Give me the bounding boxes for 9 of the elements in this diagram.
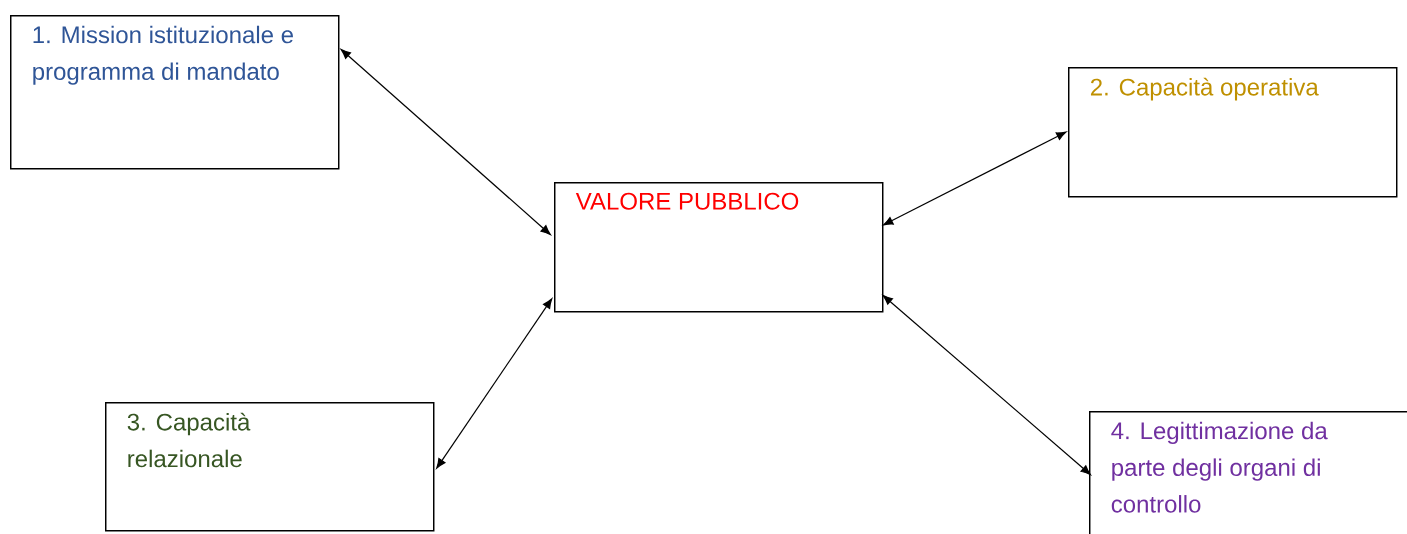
text-box: 2. Capacità operativa bbox=[1068, 67, 1398, 198]
double-arrow bbox=[436, 298, 553, 469]
text-box: 3. Capacità relazionale bbox=[105, 402, 435, 532]
text-box: VALORE PUBBLICO bbox=[554, 182, 884, 313]
double-arrow bbox=[882, 294, 1091, 476]
text-box: 4. Legittimazione da parte degli organi di controllo bbox=[1089, 411, 1407, 534]
double-arrow bbox=[883, 131, 1067, 226]
text-box: 1. Mission istituzionale e programma di mandato bbox=[10, 15, 340, 170]
double-arrow bbox=[340, 49, 551, 235]
